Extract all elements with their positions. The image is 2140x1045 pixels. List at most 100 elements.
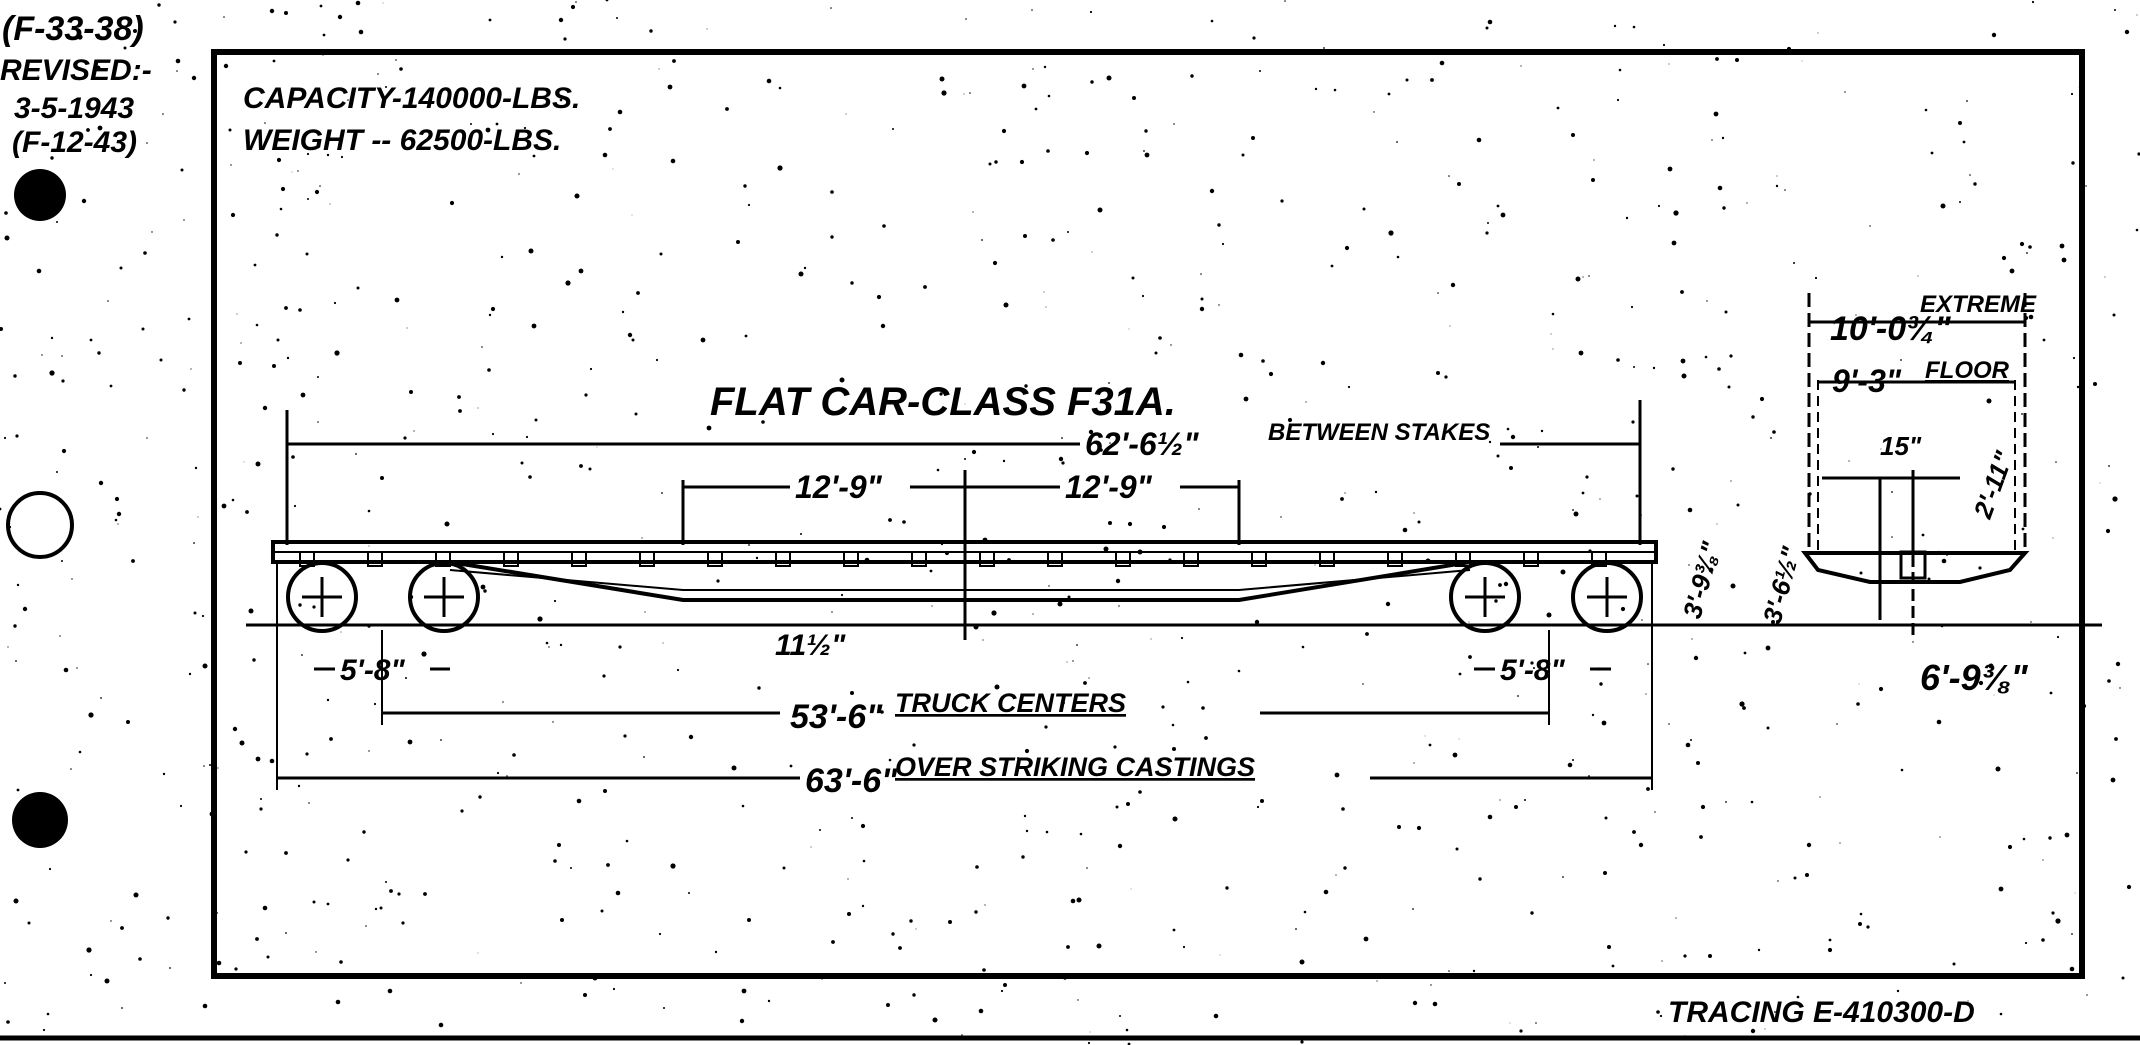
speck [56,221,58,223]
speck [1671,467,1675,471]
speck [747,918,751,922]
speck [700,337,706,343]
speck [1680,358,1686,364]
between-stakes-label: BETWEEN STAKES [1268,419,1490,446]
speck [1878,686,1884,692]
speck [107,300,109,302]
speck [1509,1022,1511,1024]
binder-hole [12,792,68,848]
speck [969,92,971,94]
speck [974,910,978,914]
speck [1109,442,1111,444]
speck [1746,202,1748,204]
speck [1252,36,1256,40]
speck [725,107,729,111]
speck [1550,333,1552,335]
speck [109,384,113,388]
speck [119,266,123,270]
speck [1958,121,1962,125]
speck [406,327,408,329]
speck [1978,566,1982,570]
speck [1472,969,1476,973]
speck [179,804,183,808]
speck [1209,188,1215,194]
speck [1668,723,1670,725]
speck [606,863,610,867]
speck [97,125,103,131]
speck [2007,844,2013,850]
speck [146,437,148,439]
speck [1776,175,1778,177]
stake-pocket [1183,551,1199,567]
speck [166,916,170,920]
speck [1135,977,1137,979]
speck [1999,1012,2003,1016]
speck [2071,933,2073,935]
speck [1993,694,1995,696]
speck [543,103,545,105]
speck [1363,936,1369,942]
speck [1237,669,1241,673]
speck [1376,980,1378,982]
speck [644,611,646,613]
speck [2072,356,2076,360]
speck [1827,947,1833,953]
speck [98,480,104,486]
speck [661,492,663,494]
speck [329,203,331,205]
speck [255,937,259,941]
speck [1115,578,1121,584]
speck [1991,32,1997,38]
speck [1896,989,1900,993]
speck [1699,835,1703,839]
speck [1514,805,1518,809]
speck [902,520,906,524]
stake-pocket [1251,551,1267,567]
binder-hole [14,169,66,221]
speck [272,59,276,63]
speck [50,156,54,160]
speck [1530,911,1534,915]
speck [3,436,7,440]
speck [1661,960,1663,962]
height-b-dim: 3'-6½" [1757,543,1806,627]
speck [1487,19,1493,25]
speck [1117,843,1123,849]
speck [1844,91,1846,93]
speck [1588,775,1590,777]
speck [789,764,793,768]
speck [1424,735,1426,737]
speck [1730,480,1732,482]
speck [1019,159,1025,165]
speck [1150,638,1152,640]
speck [1468,655,1472,659]
speck [238,361,242,365]
speck [553,859,557,863]
speck [1387,92,1391,96]
speck [444,521,450,527]
speck [617,109,623,115]
speck [1428,743,1432,747]
speck [1724,310,1728,314]
speck [1969,174,1971,176]
over-castings-value: 63'-6" [805,762,898,800]
speck [1448,970,1450,972]
speck [1225,886,1229,890]
speck [1982,50,1986,54]
speck [255,323,259,327]
speck [1764,52,1768,56]
speck [175,58,181,64]
speck [1681,373,1687,379]
speck [1044,725,1048,729]
speck [1002,459,1006,463]
speck [46,1012,50,1016]
speck [245,510,249,514]
speck [232,726,238,732]
speck [1335,874,1337,876]
speck [1751,415,1755,419]
speck [1562,876,1564,878]
speck [915,928,917,930]
speck [1765,645,1771,651]
speck [880,323,886,329]
speck [1138,790,1142,794]
